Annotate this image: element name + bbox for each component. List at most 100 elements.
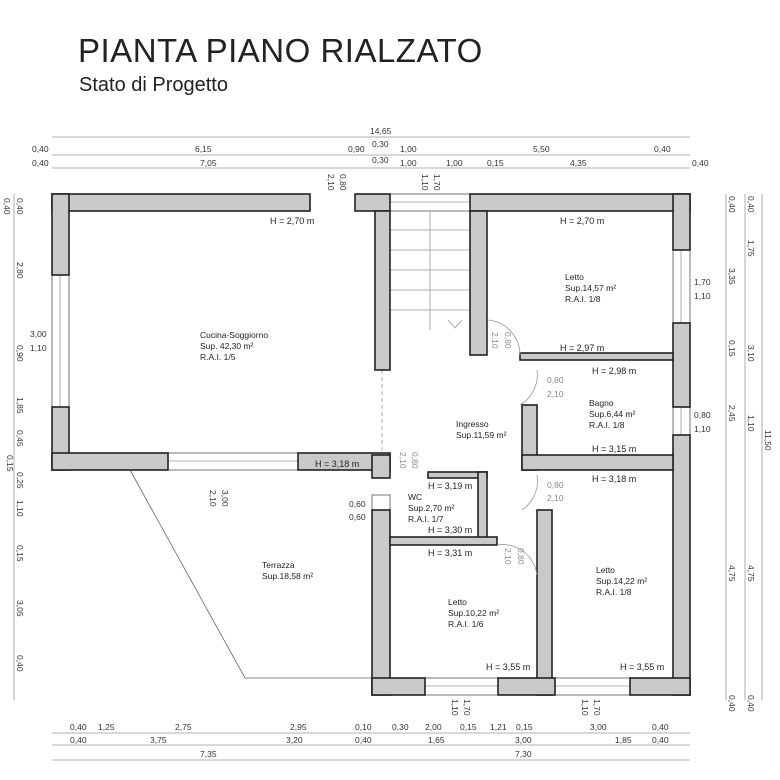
dim: 1,00 bbox=[446, 158, 463, 168]
dim: 0,40 bbox=[32, 158, 49, 168]
room-rai: R.A.I. 1/6 bbox=[448, 619, 484, 629]
dim: 1,85 bbox=[15, 397, 25, 414]
window-sill: 1,10 bbox=[694, 424, 711, 434]
dim: 1,85 bbox=[615, 735, 632, 745]
door-width: 0,80 bbox=[547, 375, 564, 385]
door-width: 0,80 bbox=[547, 480, 564, 490]
door-width: 0,80 bbox=[410, 452, 420, 469]
room-name: Letto bbox=[448, 597, 467, 607]
dim: 0,15 bbox=[487, 158, 504, 168]
window-sill: 1,10 bbox=[30, 343, 47, 353]
dim: 5,50 bbox=[533, 144, 550, 154]
dim: 0,40 bbox=[746, 196, 756, 213]
dim: 0,40 bbox=[2, 198, 12, 215]
dim: 0,40 bbox=[15, 655, 25, 672]
door-height: 2,10 bbox=[547, 389, 564, 399]
room-rai: R.A.I. 1/8 bbox=[589, 420, 625, 430]
room-ingresso: Ingresso Sup.11,59 m² bbox=[456, 419, 507, 440]
dim: 0,40 bbox=[355, 735, 372, 745]
room-area: Sup.14,22 m² bbox=[596, 576, 647, 586]
window-width: 3,00 bbox=[30, 329, 47, 339]
room-letto-2: Letto Sup.14,22 m² R.A.I. 1/8 H = 3,18 m… bbox=[592, 474, 664, 672]
room-height: H = 2,70 m bbox=[270, 216, 314, 226]
door-width: 0,80 bbox=[503, 332, 513, 349]
terrace-outline bbox=[129, 469, 372, 679]
room-area: Sup.11,59 m² bbox=[456, 430, 507, 440]
dim: 1,65 bbox=[428, 735, 445, 745]
dims-left: 0,40 0,40 2,80 0,90 1,85 0,45 0,15 0,25 … bbox=[2, 198, 25, 672]
dim: 3,35 bbox=[727, 268, 737, 285]
dim: 2,80 bbox=[15, 262, 25, 279]
room-rai: R.A.I. 1/8 bbox=[596, 587, 632, 597]
dim: 1,75 bbox=[746, 240, 756, 257]
doors bbox=[486, 319, 538, 576]
dim: 2,95 bbox=[290, 722, 307, 732]
dim: 4,35 bbox=[570, 158, 587, 168]
room-height: H = 3,18 m bbox=[592, 474, 636, 484]
dim: 0,15 bbox=[460, 722, 477, 732]
window-width: 0,60 bbox=[349, 499, 366, 509]
dim: 1,00 bbox=[400, 144, 417, 154]
dim: 7,05 bbox=[200, 158, 217, 168]
windows bbox=[51, 193, 691, 696]
room-height: H = 3,18 m bbox=[315, 459, 359, 469]
terrace: Terrazza Sup.18,58 m² bbox=[262, 560, 313, 581]
dim: 0,40 bbox=[746, 695, 756, 712]
dim: 0,90 bbox=[15, 345, 25, 362]
dim: 7,35 bbox=[200, 749, 217, 759]
dim: 0,15 bbox=[516, 722, 533, 732]
door-height: 2,10 bbox=[490, 332, 500, 349]
dim-total-width: 14,65 bbox=[370, 126, 392, 136]
room-rai: R.A.I. 1/5 bbox=[200, 352, 236, 362]
dim: 0,40 bbox=[727, 695, 737, 712]
room-name: WC bbox=[408, 492, 422, 502]
window-width: 1,70 bbox=[592, 699, 602, 716]
room-area: Sup.14,57 m² bbox=[565, 283, 616, 293]
room-area: Sup.10,22 m² bbox=[448, 608, 499, 618]
dim: 0,30 bbox=[372, 155, 389, 165]
window-width: 1,70 bbox=[432, 174, 442, 191]
dim: 3,00 bbox=[590, 722, 607, 732]
window-width: 1,70 bbox=[694, 277, 711, 287]
door-width: 0,80 bbox=[338, 174, 348, 191]
dims-bottom: 0,40 1,25 2,75 2,95 0,10 0,30 2,00 0,15 … bbox=[70, 722, 669, 759]
window-sill: 1,10 bbox=[580, 699, 590, 716]
dim: 0,40 bbox=[692, 158, 709, 168]
window-height: 2,10 bbox=[208, 490, 218, 507]
walls bbox=[51, 193, 691, 696]
dim: 2,00 bbox=[425, 722, 442, 732]
opening-labels: 2,10 0,80 1,10 1,70 3,00 1,10 1,70 1,10 … bbox=[30, 174, 711, 716]
room-height: H = 3,55 m bbox=[620, 662, 664, 672]
room-height: H = 2,98 m bbox=[592, 366, 636, 376]
dim: 0,40 bbox=[727, 196, 737, 213]
room-cucina-soggiorno: Cucina-Soggiorno Sup. 42,30 m² R.A.I. 1/… bbox=[200, 216, 359, 469]
dim: 3,75 bbox=[150, 735, 167, 745]
window-sill: 1,10 bbox=[694, 291, 711, 301]
plan-title: PIANTA PIANO RIALZATO bbox=[78, 32, 483, 69]
room-name: Letto bbox=[596, 565, 615, 575]
room-height: H = 3,30 m bbox=[428, 525, 472, 535]
room-height: H = 2,70 m bbox=[560, 216, 604, 226]
door-height: 2,10 bbox=[503, 548, 513, 565]
dim: 0,15 bbox=[15, 545, 25, 562]
window-width: 0,80 bbox=[694, 410, 711, 420]
room-letto-3: Letto Sup.10,22 m² R.A.I. 1/6 H = 3,31 m… bbox=[428, 548, 530, 672]
dim: 1,00 bbox=[400, 158, 417, 168]
dim: 0,40 bbox=[652, 722, 669, 732]
dimension-lines bbox=[13, 136, 763, 761]
room-area: Sup.18,58 m² bbox=[262, 571, 313, 581]
dim: 3,00 bbox=[515, 735, 532, 745]
room-wc: WC Sup.2,70 m² R.A.I. 1/7 H = 3,19 m H =… bbox=[408, 481, 472, 535]
room-area: Sup.2,70 m² bbox=[408, 503, 454, 513]
room-height: H = 3,31 m bbox=[428, 548, 472, 558]
dim: 0,40 bbox=[654, 144, 671, 154]
dim: 0,40 bbox=[70, 735, 87, 745]
plan-subtitle: Stato di Progetto bbox=[79, 74, 228, 96]
dim: 1,21 bbox=[490, 722, 507, 732]
dims-right: 0,40 3,35 0,15 2,45 4,75 0,40 0,40 1,75 … bbox=[727, 196, 773, 712]
dim: 4,75 bbox=[746, 565, 756, 582]
window-sill: 1,10 bbox=[450, 699, 460, 716]
door-width: 0,80 bbox=[516, 548, 526, 565]
dim: 1,10 bbox=[15, 500, 25, 517]
